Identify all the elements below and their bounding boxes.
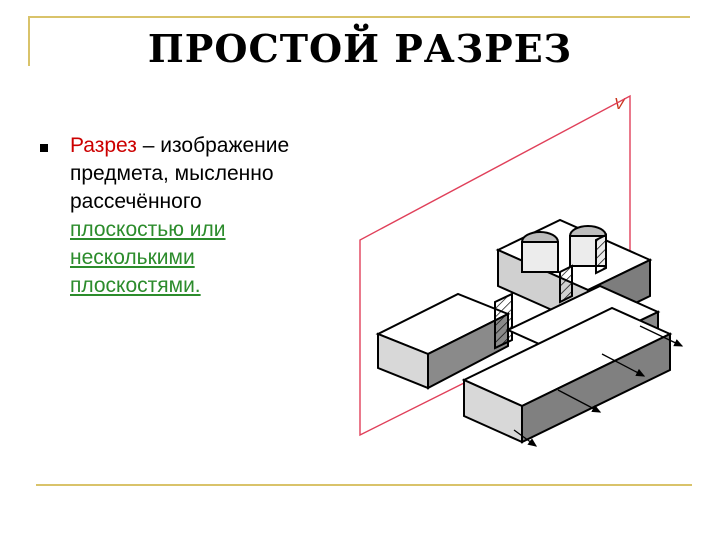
- link-line-1[interactable]: плоскостью или: [70, 218, 226, 241]
- plane-label: V: [614, 96, 625, 113]
- link-line-3[interactable]: плоскостями.: [70, 274, 201, 297]
- term-razrez: Разрез: [70, 134, 137, 157]
- frame-left-line: [28, 16, 30, 66]
- frame-bottom-line: [36, 484, 692, 486]
- bullet-square-icon: [40, 144, 48, 152]
- slide-title: ПРОСТОЙ РАЗРЕЗ: [147, 26, 573, 71]
- frame-top-line: [28, 16, 690, 18]
- definition-rest: – изображение предмета, мысленно рассечё…: [70, 134, 290, 213]
- section-drawing: [359, 94, 684, 447]
- definition-text: Разрез – изображение предмета, мысленно …: [70, 132, 360, 300]
- link-line-2[interactable]: несколькими: [70, 246, 195, 269]
